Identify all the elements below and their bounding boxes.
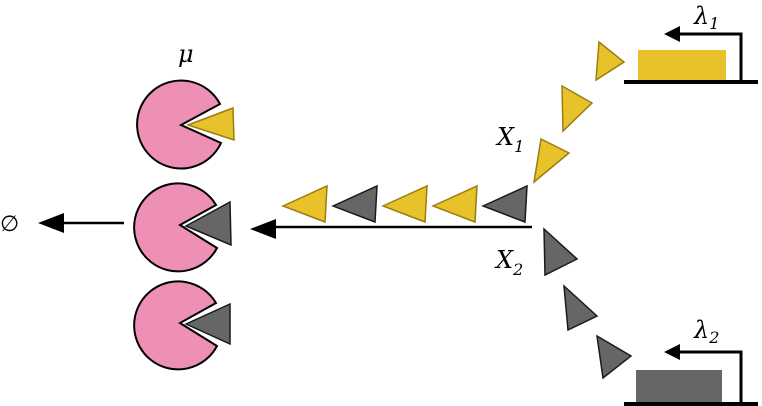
enzyme-1 [136, 79, 235, 170]
lambda-1-label: λ1 [693, 2, 719, 33]
degradation: ∅ [0, 212, 124, 237]
gray-queued-protein [331, 184, 378, 224]
yellow-queued-protein [281, 184, 328, 224]
queue [250, 184, 532, 239]
x1-protein [595, 40, 626, 82]
yellow-queued-protein [381, 184, 428, 224]
gene-2-box [636, 370, 722, 402]
gene-1-promoter-arrow [678, 32, 743, 82]
x1-label: X1 [495, 123, 524, 156]
x2-protein [563, 284, 599, 332]
gene-2-promoter-arrowhead [664, 344, 680, 360]
gene-1-promoter-arrowhead [664, 26, 680, 42]
enzyme-1-body [136, 79, 223, 170]
enzymes: μ [133, 40, 235, 371]
enzyme-3 [133, 280, 231, 371]
yellow-queued-protein [431, 184, 478, 224]
x1-stream: X1 [495, 40, 626, 184]
lambda-2-label: λ2 [693, 316, 719, 347]
mu-label: μ [178, 40, 194, 68]
x1-protein [561, 84, 594, 133]
enzyme-3-body [133, 280, 219, 371]
enzyme-2-body [133, 182, 219, 273]
null-symbol: ∅ [0, 212, 19, 237]
queue-proteins [281, 184, 528, 224]
x2-stream: X2 [494, 227, 633, 380]
gene-1-box [638, 50, 726, 80]
gray-queued-protein [481, 184, 528, 224]
enzyme-2 [133, 182, 232, 273]
queue-arrowhead [250, 219, 276, 239]
enzyme-3-bound-protein [184, 302, 231, 346]
degradation-arrowhead [38, 213, 64, 233]
x2-label: X2 [494, 246, 523, 279]
gene-2-promoter-arrow [678, 350, 743, 404]
enzyme-1-bound-protein [185, 106, 235, 142]
enzyme-2-bound-protein [184, 200, 232, 247]
gene-1: λ1 [624, 2, 758, 84]
x2-protein [596, 334, 633, 380]
gene-2: λ2 [624, 316, 758, 406]
x1-protein [532, 137, 571, 184]
x2-protein [543, 227, 579, 277]
